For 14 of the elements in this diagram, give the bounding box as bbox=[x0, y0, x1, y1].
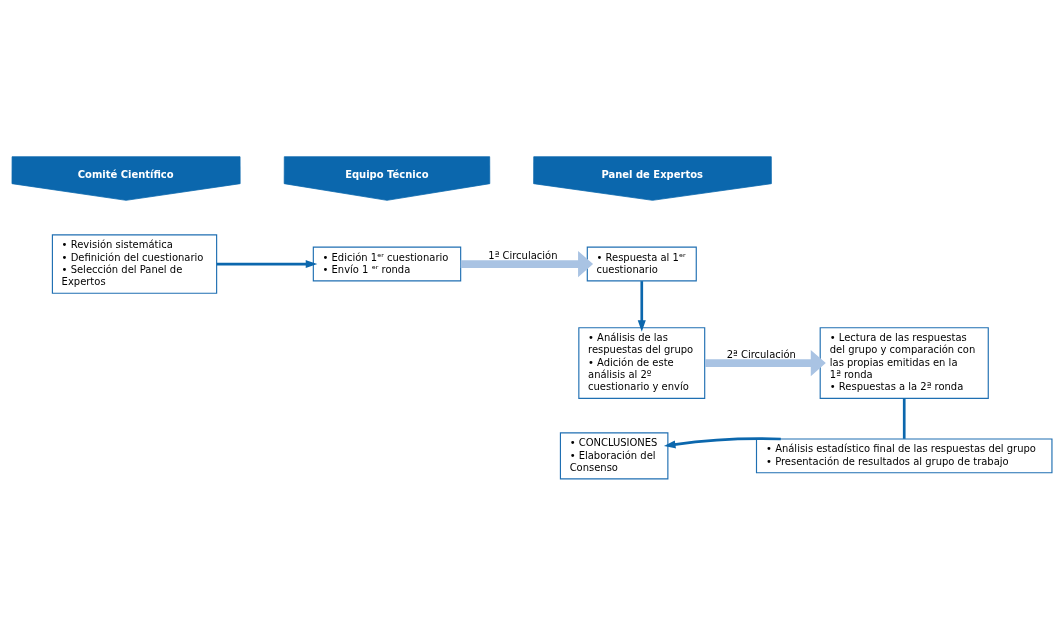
node-box: • Revisión sistemática • Definición del cuestionario • Selección del Panel de Expertos bbox=[51, 234, 218, 294]
arrow bbox=[663, 437, 781, 449]
connector bbox=[902, 398, 906, 439]
node-box: • Análisis estadístico final de las respuestas del grupo • Presentación de resultados al grupo de trabajo bbox=[755, 438, 1053, 474]
node-box: • Análisis de las respuestas del grupo • Adición de este análisis al 2º cuestionario y envío bbox=[578, 327, 706, 399]
arrow bbox=[704, 349, 826, 377]
arrow bbox=[216, 260, 318, 269]
node-box: • CONCLUSIONES • Elaboración del Consenso bbox=[559, 432, 669, 480]
edge-label: 2ª Circulación bbox=[726, 348, 796, 360]
node-box: • Respuesta al 1ᵉʳ cuestionario bbox=[586, 246, 697, 282]
node-box: • Lectura de las respuestas del grupo y comparación con las propias emitidas en la 1ª ronda • Respuestas a la 2ª ronda bbox=[819, 327, 989, 399]
edge-label: 1ª Circulación bbox=[488, 249, 558, 261]
arrow bbox=[637, 281, 646, 332]
node-box: • Edición 1ᵉʳ cuestionario • Envío 1 ᵉʳ ronda bbox=[312, 246, 462, 282]
